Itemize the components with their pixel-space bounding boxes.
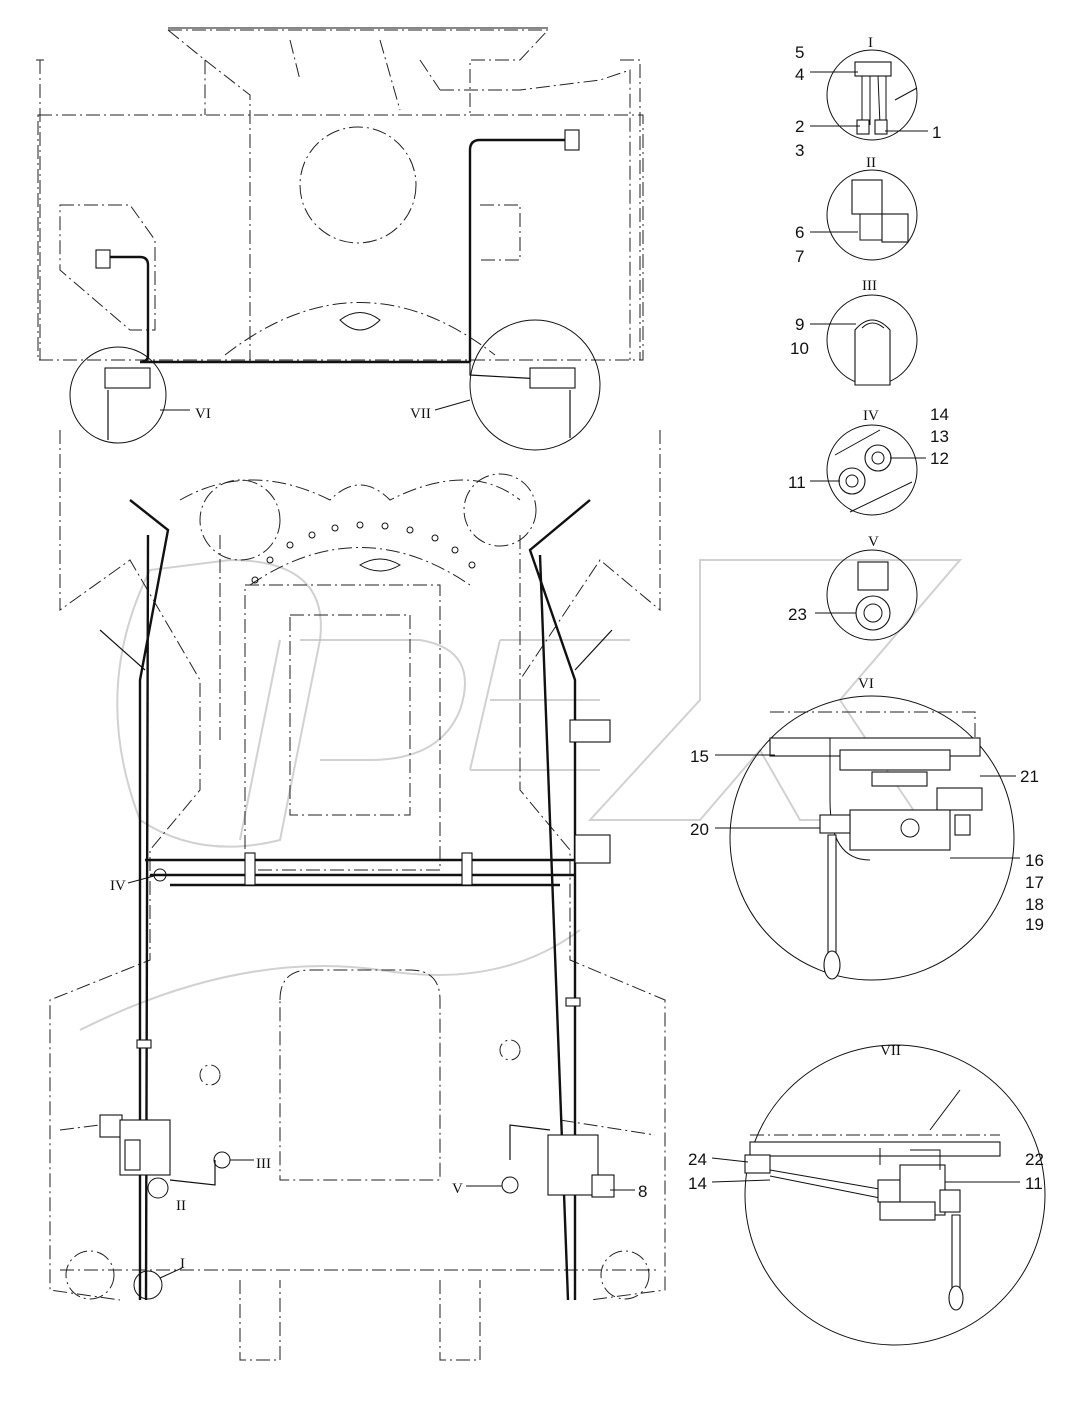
callout-4: 4: [795, 65, 804, 84]
callout-7: 7: [795, 247, 804, 266]
callout-6: 6: [795, 223, 804, 242]
callout-18: 18: [1025, 895, 1044, 914]
detail-title-iv: IV: [863, 408, 879, 424]
callout-14b: 14: [688, 1174, 707, 1193]
callout-3: 3: [795, 141, 804, 160]
detail-title-i: I: [868, 35, 873, 51]
callout-16: 16: [1025, 851, 1044, 870]
callout-10: 10: [790, 339, 809, 358]
left-valve-block: [99, 1114, 216, 1186]
detail-view-vi: VI: [729, 676, 1015, 981]
callout-12: 12: [930, 449, 949, 468]
detail-title-vi: VI: [858, 676, 874, 692]
callout-15: 15: [690, 747, 709, 766]
main-mark-iv: IV: [110, 878, 126, 894]
callout-9: 9: [795, 315, 804, 334]
main-mark-vi: VI: [195, 406, 211, 422]
main-mark-v: V: [452, 1181, 463, 1197]
detail-marker-i-circle: [133, 1270, 163, 1300]
callout-5: 5: [795, 43, 804, 62]
callout-24: 24: [688, 1150, 707, 1169]
detail-view-v: V: [826, 534, 918, 641]
detail-view-iii: III: [826, 278, 918, 386]
upper-frame: [36, 27, 644, 361]
detail-view-i: I: [826, 35, 918, 141]
callout-17: 17: [1025, 873, 1044, 892]
callout-11: 11: [788, 473, 806, 492]
detail-title-v: V: [868, 534, 879, 550]
main-mark-vii: VII: [410, 406, 431, 422]
callout-23: 23: [788, 605, 807, 624]
callout-8: 8: [638, 1182, 647, 1201]
detail-title-ii: II: [866, 155, 876, 171]
detail-marker-ii-circle: [147, 1177, 169, 1199]
bolt-circle-pattern: [251, 521, 476, 584]
callout-14: 14: [930, 405, 949, 424]
detail-marker-iv-circle: [153, 868, 167, 882]
callout-2: 2: [795, 117, 804, 136]
callout-21: 21: [1020, 767, 1039, 786]
detail-marker-iii-circle: [213, 1151, 231, 1169]
callout-20: 20: [690, 820, 709, 839]
lower-frame: [49, 430, 666, 1361]
main-mark-i: I: [180, 1256, 185, 1272]
detail-view-vii: VII: [744, 1043, 1046, 1346]
upper-pipe-lines: [95, 129, 580, 440]
main-mark-iii: III: [256, 1156, 271, 1172]
callout-11b: 11: [1025, 1174, 1043, 1193]
detail-marker-vii-circle: [469, 319, 601, 451]
detail-marker-vi-circle: [69, 346, 167, 444]
detail-title-vii: VII: [880, 1043, 901, 1059]
detail-view-ii: II: [826, 155, 918, 261]
callout-19: 19: [1025, 915, 1044, 934]
callout-13: 13: [930, 427, 949, 446]
detail-marker-v-circle: [501, 1176, 519, 1194]
detail-title-iii: III: [862, 278, 877, 294]
main-mark-ii: II: [176, 1198, 186, 1214]
right-valve-block: [509, 1124, 615, 1198]
callout-1: 1: [932, 123, 941, 142]
detail-view-iv: IV: [826, 408, 918, 516]
callout-22: 22: [1025, 1150, 1044, 1169]
